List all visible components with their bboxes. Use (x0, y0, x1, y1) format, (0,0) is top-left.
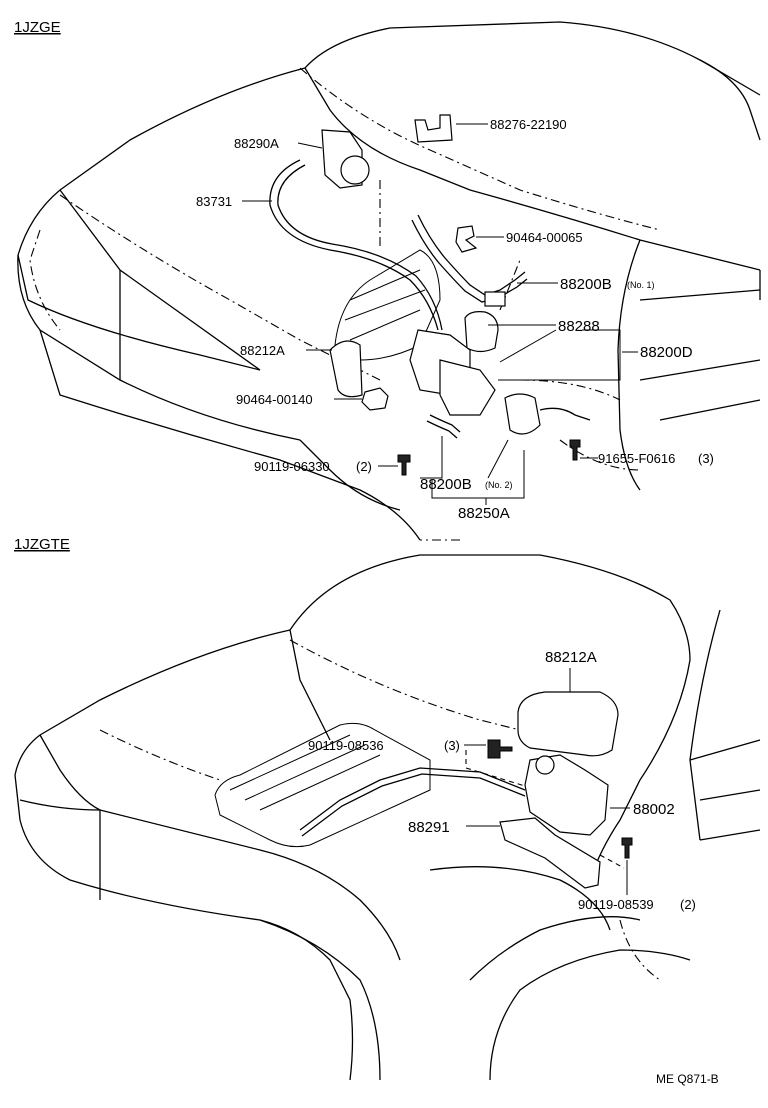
callouts-1jzge: 88276-22190 88290A 83731 90464-00065 882… (196, 117, 714, 522)
callout-88290a: 88290A (234, 136, 279, 151)
callout-suffix-08539: (2) (680, 897, 696, 912)
callout-88200b-no2: 88200B (420, 476, 472, 493)
diagram-code: ME Q871-B (656, 1072, 719, 1086)
actuator-pulley (535, 755, 555, 775)
cable-83731 (269, 159, 439, 331)
callout-88200d: 88200D (640, 344, 693, 361)
callout-90119-08539: 90119-08539 (578, 897, 654, 912)
cover-part-88212a-top (329, 340, 363, 398)
callout-88200b-no1: 88200B (560, 276, 612, 293)
callout-88291: 88291 (408, 819, 450, 836)
callout-suffix-06330: (2) (356, 459, 372, 474)
callout-90464-00065: 90464-00065 (506, 230, 583, 245)
engine-block-1jzgte (214, 722, 431, 848)
parts-1jzgte (299, 691, 633, 889)
section-1jzge: 1JZGE (14, 19, 761, 541)
callout-83731: 83731 (196, 194, 232, 209)
callout-88250a: 88250A (458, 505, 510, 522)
callout-suffix-08536: (3) (444, 738, 460, 753)
section-label-1jzge: 1JZGE (14, 19, 61, 36)
callout-88276-22190: 88276-22190 (490, 117, 567, 132)
hose-part-88200b-no2 (429, 414, 461, 433)
bolt-part-90119-06330 (397, 454, 411, 476)
callout-91655-f0616: 91655-F0616 (598, 451, 675, 466)
valve-part-88288 (464, 311, 499, 353)
actuator-diaphragm (340, 155, 370, 185)
bolt-part-90119-08539 (621, 837, 633, 859)
section-label-1jzgte: 1JZGTE (14, 536, 70, 553)
callout-suffix-no2: (No. 2) (485, 480, 513, 490)
car-body-1jzge (17, 21, 761, 541)
hose-fitting (484, 291, 506, 307)
clip-part-90464-00140 (361, 387, 389, 411)
bolt-part-90119-08536 (487, 739, 513, 759)
callout-88212a-top: 88212A (240, 343, 285, 358)
bolt-part-91655-f0616 (569, 439, 581, 461)
section-1jzgte: 1JZGTE (14, 536, 761, 1081)
leaders-1jzgte (464, 668, 630, 895)
clip-part-90464-00065 (455, 225, 478, 253)
actuator-part-88002 (524, 754, 609, 836)
cover-part-88212a-bottom (517, 691, 619, 757)
callout-88212a-bottom: 88212A (545, 649, 597, 666)
vsv-part-88250a (504, 393, 541, 435)
leaders-1jzge (242, 123, 638, 505)
parts-1jzge (269, 114, 591, 476)
car-body-1jzgte (14, 554, 761, 1081)
hose-part-88200b-no1 (417, 214, 526, 296)
callout-suffix-no1: (No. 1) (627, 280, 655, 290)
callout-90464-00140: 90464-00140 (236, 392, 313, 407)
rod-linkage (299, 767, 526, 831)
callout-88002: 88002 (633, 801, 675, 818)
callout-88288: 88288 (558, 318, 600, 335)
callout-suffix-f0616: (3) (698, 451, 714, 466)
callouts-1jzgte: 88212A 90119-08536 (3) 88002 88291 90119… (308, 649, 696, 912)
callout-90119-06330: 90119-06330 (254, 459, 330, 474)
bracket-part-88291 (499, 817, 601, 889)
bracket-part-88276 (414, 114, 453, 143)
callout-90119-08536: 90119-08536 (308, 738, 384, 753)
